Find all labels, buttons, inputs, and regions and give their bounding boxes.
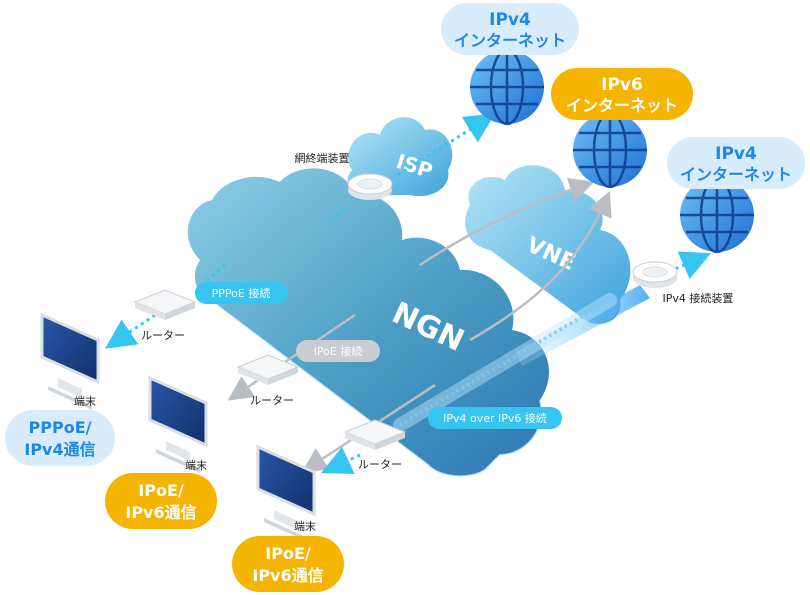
pill-ipv4-over-ipv6-connection: IPv4 over IPv6 接続 — [428, 407, 562, 429]
ipv4-gateway-device: IPv4 接続装置 — [632, 261, 734, 305]
pill-pppoe-ipv4: PPPoE/ IPv4通信 — [5, 410, 115, 466]
pill-pppoe-connection: PPPoE 接続 — [195, 282, 288, 304]
svg-text:IPv4 over IPv6 接続: IPv4 over IPv6 接続 — [443, 411, 547, 425]
router-3-label: ルーター — [358, 458, 402, 471]
terminal-1: 端末 — [40, 312, 100, 410]
ont-device: 網終端装置 — [295, 151, 393, 200]
globe-ipv4-right — [680, 176, 754, 254]
terminal-2-label: 端末 — [185, 458, 207, 472]
svg-text:IPv6通信: IPv6通信 — [252, 566, 323, 585]
router-2-label: ルーター — [250, 394, 294, 407]
terminal-2: 端末 — [148, 375, 208, 473]
svg-text:IPv6: IPv6 — [601, 75, 643, 95]
svg-text:IPv4通信: IPv4通信 — [24, 440, 95, 459]
svg-text:IPoE/: IPoE/ — [138, 481, 184, 500]
pill-ipoe-ipv6-1: IPoE/ IPv6通信 — [105, 473, 217, 529]
ont-label: 網終端装置 — [295, 151, 350, 165]
svg-text:PPPoE/: PPPoE/ — [29, 418, 92, 437]
pill-ipv4-internet-right: IPv4 インターネット — [667, 137, 805, 189]
globe-ipv6 — [573, 111, 647, 189]
router-1: ルーター — [133, 289, 197, 342]
terminal-3-label: 端末 — [294, 519, 316, 533]
router-3: ルーター — [343, 419, 407, 471]
pill-ipv4-internet-top: IPv4 インターネット — [441, 3, 579, 55]
terminal-3: 端末 — [256, 444, 316, 542]
router-2: ルーター — [236, 354, 300, 407]
tunnel-beam — [393, 285, 650, 432]
svg-text:IPv6通信: IPv6通信 — [125, 503, 196, 522]
svg-text:IPv4: IPv4 — [715, 144, 757, 164]
svg-text:インターネット: インターネット — [680, 165, 792, 184]
pill-ipoe-ipv6-2: IPoE/ IPv6通信 — [232, 536, 344, 592]
svg-text:IPoE/: IPoE/ — [265, 544, 311, 563]
globe-ipv4-top — [470, 48, 544, 126]
svg-text:IPv4: IPv4 — [489, 10, 531, 30]
svg-text:インターネット: インターネット — [454, 31, 566, 50]
terminal-1-label: 端末 — [74, 394, 96, 408]
ipv4-gateway-label: IPv4 接続装置 — [663, 291, 734, 305]
svg-text:PPPoE 接続: PPPoE 接続 — [212, 286, 271, 300]
pill-ipoe-connection: IPoE 接続 — [296, 340, 380, 362]
ngn-cloud: NGN — [187, 168, 550, 478]
router-1-label: ルーター — [141, 329, 185, 342]
pill-ipv6-internet: IPv6 インターネット — [551, 68, 693, 120]
svg-text:インターネット: インターネット — [566, 96, 678, 115]
svg-text:IPoE 接続: IPoE 接続 — [314, 344, 363, 358]
